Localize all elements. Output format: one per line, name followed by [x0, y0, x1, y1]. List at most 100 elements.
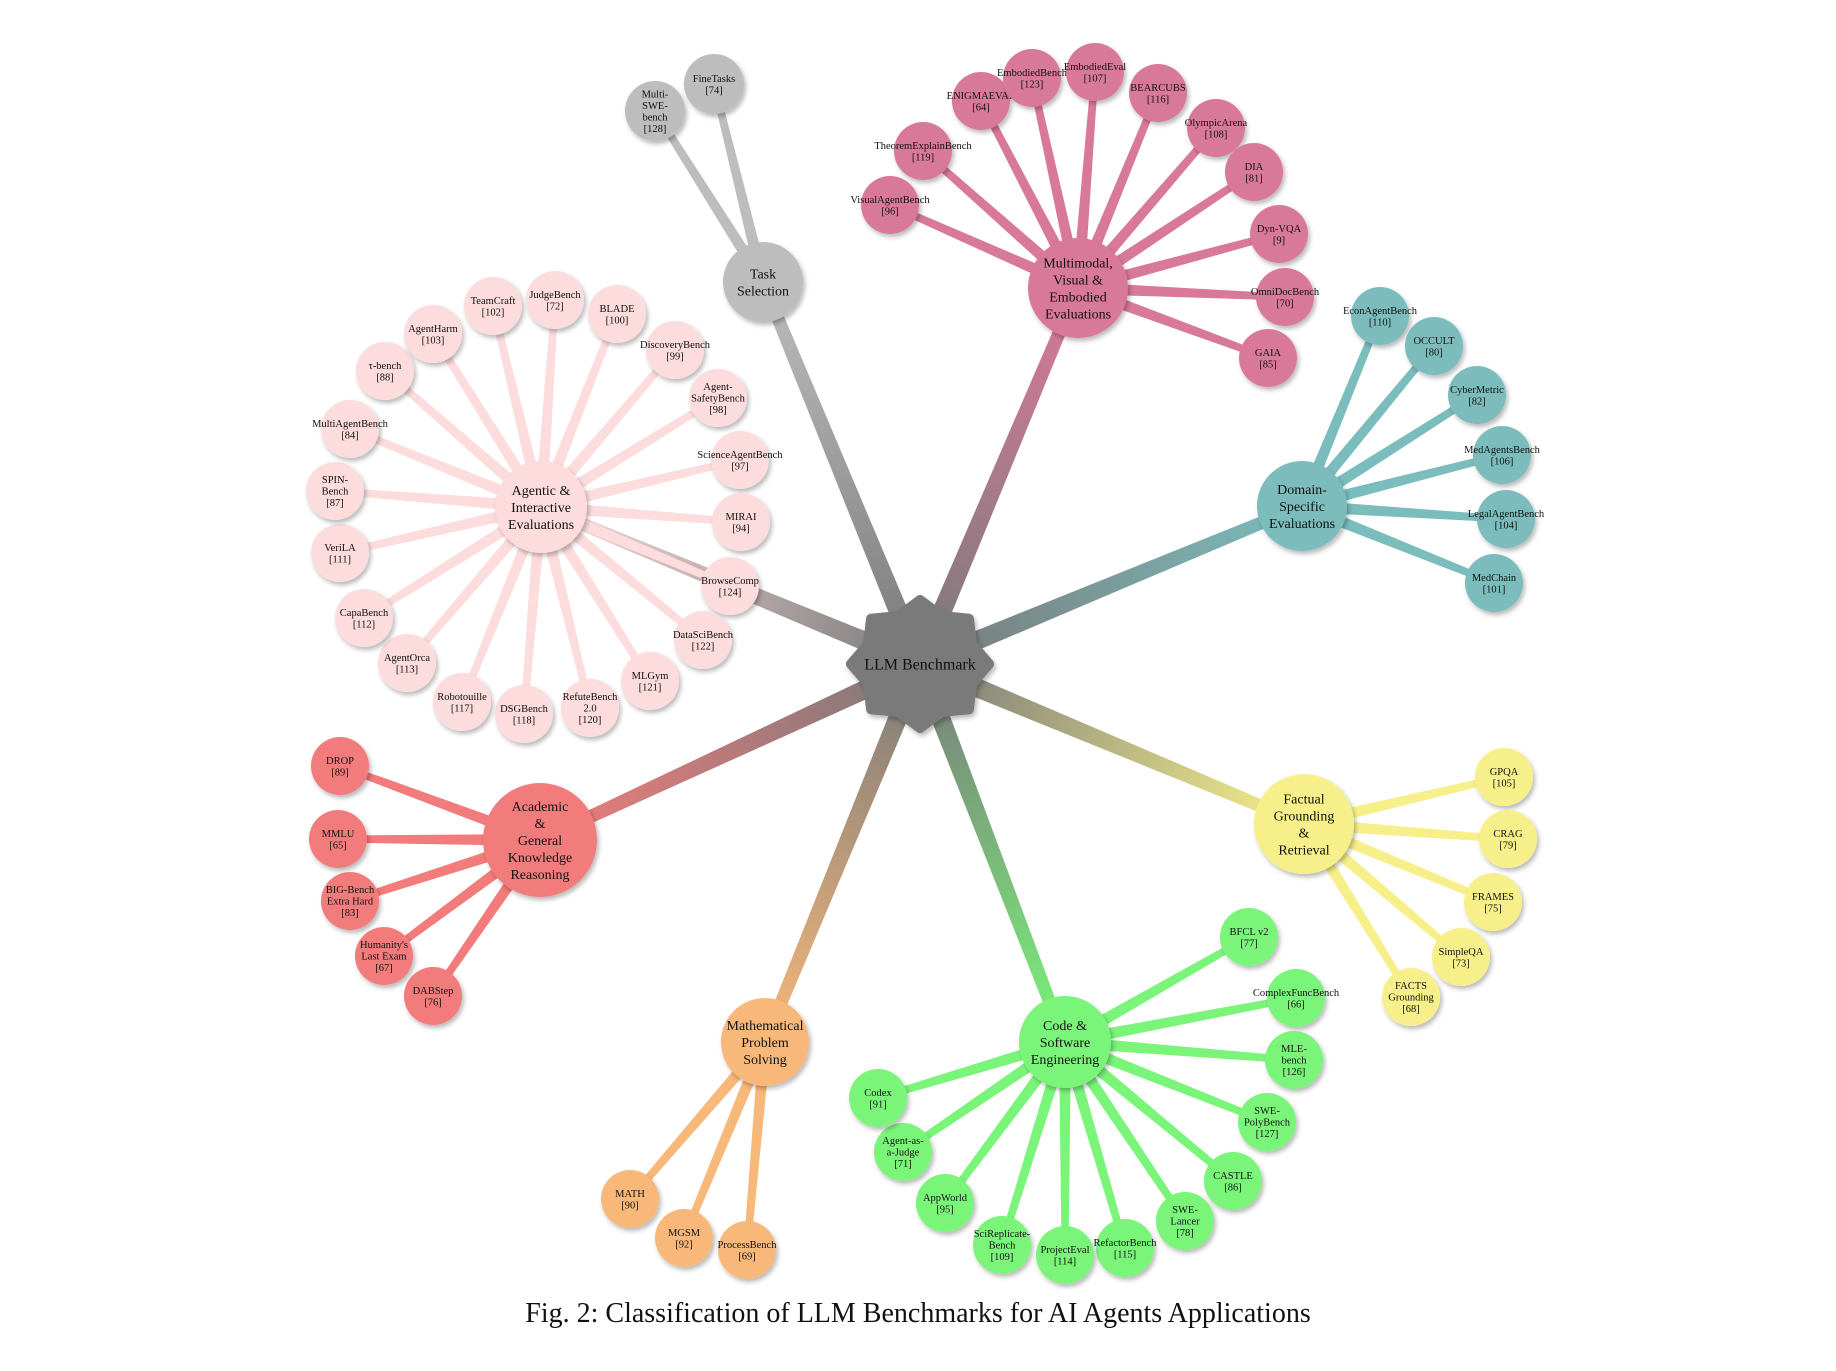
academic-category-label: Academic	[512, 800, 569, 815]
code-leaf-label: [127]	[1256, 1129, 1279, 1140]
agentic-leaf-node: MIRAI[94]	[712, 493, 770, 551]
code-leaf-label: MLE-	[1281, 1044, 1307, 1055]
code-leaf-label: AppWorld	[923, 1193, 968, 1204]
code-leaf-label: ProjectEval	[1041, 1245, 1090, 1256]
task-leaf-connector	[652, 109, 769, 286]
code-leaf-label: [86]	[1224, 1182, 1242, 1193]
code-leaf-label: ComplexFuncBench	[1253, 988, 1340, 999]
academic-leaf-node: DABStep[76]	[404, 967, 462, 1025]
multimodal-leaf-circle	[1225, 143, 1283, 201]
multimodal-leaf-node: OlympicArena[108]	[1185, 99, 1248, 157]
domain-category-label: Domain-	[1277, 483, 1327, 498]
code-trunk-connector	[910, 660, 1071, 1045]
math-leaf-circle	[655, 1209, 713, 1267]
factual-leaf-label: Grounding	[1388, 993, 1434, 1004]
multimodal-leaf-node: ENIGMAEVAL[64]	[947, 72, 1015, 130]
math-trunk-connector	[759, 660, 930, 1045]
domain-leaf-label: [82]	[1468, 396, 1486, 407]
agentic-leaf-node: Robotouille[117]	[433, 673, 491, 731]
multimodal-leaf-connector	[1072, 91, 1162, 291]
factual-leaf-label: [79]	[1499, 840, 1517, 851]
domain-leaf-label: OCCULT	[1413, 336, 1455, 347]
academic-leaf-circle	[309, 810, 367, 868]
academic-leaf-label: [76]	[424, 997, 442, 1008]
factual-leaf-circle	[1432, 928, 1490, 986]
code-leaf-label: [114]	[1054, 1256, 1076, 1267]
agentic-leaf-label: [98]	[709, 405, 727, 416]
agentic-leaf-label: [103]	[422, 335, 445, 346]
academic-leaf-label: [65]	[329, 840, 347, 851]
agentic-leaf-label: [113]	[396, 664, 418, 675]
domain-leaf-label: EconAgentBench	[1343, 306, 1418, 317]
domain-leaf-label: LegalAgentBench	[1468, 509, 1545, 520]
domain-leaf-label: [110]	[1369, 317, 1391, 328]
code-leaf-label: BFCL v2	[1230, 927, 1269, 938]
agentic-leaf-label: TeamCraft	[471, 296, 516, 307]
agentic-leaf-connector	[538, 501, 732, 590]
agentic-leaf-label: [87]	[326, 498, 344, 509]
code-leaf-node: Codex[91]	[849, 1069, 907, 1127]
agentic-leaf-label: [111]	[329, 554, 351, 565]
multimodal-leaf-label: [64]	[972, 102, 990, 113]
agentic-leaf-connector	[458, 504, 547, 704]
agentic-leaf-connector	[489, 305, 547, 509]
academic-leaf-circle	[321, 872, 379, 930]
domain-category-circle	[1257, 461, 1347, 551]
academic-leaf-label: DABStep	[413, 986, 454, 997]
agentic-leaf-connector	[537, 395, 720, 513]
factual-leaf-circle	[1382, 968, 1440, 1026]
multimodal-leaf-node: BEARCUBS[116]	[1129, 64, 1187, 122]
factual-trunk-connector	[916, 654, 1307, 830]
agentic-leaf-connector	[535, 299, 559, 508]
code-leaf-circle	[849, 1069, 907, 1127]
code-leaf-node: CASTLE[86]	[1204, 1152, 1262, 1210]
code-leaf-label: Agent-as-	[882, 1136, 924, 1147]
math-leaf-label: MATH	[615, 1189, 645, 1200]
code-leaf-label: [78]	[1176, 1228, 1194, 1239]
domain-category-label: Specific	[1279, 500, 1325, 515]
figure-caption: Fig. 2: Classification of LLM Benchmarks…	[525, 1298, 1311, 1329]
factual-leaf-label: CRAG	[1493, 829, 1523, 840]
math-leaf-node: ProcessBench[69]	[718, 1221, 777, 1279]
code-leaf-node: Agent-as-a-Judge[71]	[874, 1123, 932, 1181]
domain-trunk-connector	[916, 500, 1305, 674]
multimodal-leaf-label: [108]	[1205, 129, 1228, 140]
code-leaf-circle	[1238, 1093, 1296, 1151]
agentic-leaf-label: [94]	[732, 523, 750, 534]
code-leaf-node: MLE-bench[126]	[1265, 1031, 1323, 1089]
code-leaf-circle	[1036, 1226, 1094, 1284]
domain-leaf-node: CyberMetric[82]	[1448, 366, 1506, 424]
center-blob	[845, 595, 995, 733]
factual-category-label: Grounding	[1274, 809, 1335, 824]
agentic-leaf-connector	[539, 456, 741, 513]
agentic-leaf-node: MultiAgentBench[84]	[312, 400, 389, 458]
agentic-leaf-node: DSGBench[118]	[495, 685, 553, 743]
code-leaf-label: SciReplicate-	[974, 1229, 1031, 1240]
factual-leaf-circle	[1475, 748, 1533, 806]
code-leaf-label: [126]	[1283, 1067, 1306, 1078]
code-leaf-node: RefactorBench[115]	[1094, 1219, 1157, 1277]
code-category-label: Code &	[1043, 1019, 1087, 1034]
code-leaf-label: Lancer	[1170, 1217, 1200, 1228]
multimodal-leaf-label: BEARCUBS	[1130, 83, 1186, 94]
multimodal-leaf-circle	[861, 176, 919, 234]
agentic-leaf-circle	[311, 524, 369, 582]
multimodal-leaf-label: OmniDocBench	[1251, 287, 1320, 298]
agentic-leaf-label: [102]	[482, 307, 505, 318]
multimodal-leaf-label: EmbodiedBench	[997, 68, 1068, 79]
code-leaf-label: PolyBench	[1244, 1118, 1291, 1129]
code-leaf-node: SciReplicate-Bench[109]	[973, 1216, 1031, 1274]
agentic-leaf-label: MIRAI	[726, 512, 757, 523]
code-leaf-circle	[916, 1174, 974, 1232]
code-leaf-circle	[1265, 1031, 1323, 1089]
multimodal-category-label: Embodied	[1049, 290, 1107, 305]
task-leaf-label: [74]	[705, 85, 723, 96]
agentic-leaf-circle	[646, 321, 704, 379]
agentic-leaf-connector	[348, 425, 544, 513]
agentic-leaf-label: Bench	[322, 487, 350, 498]
